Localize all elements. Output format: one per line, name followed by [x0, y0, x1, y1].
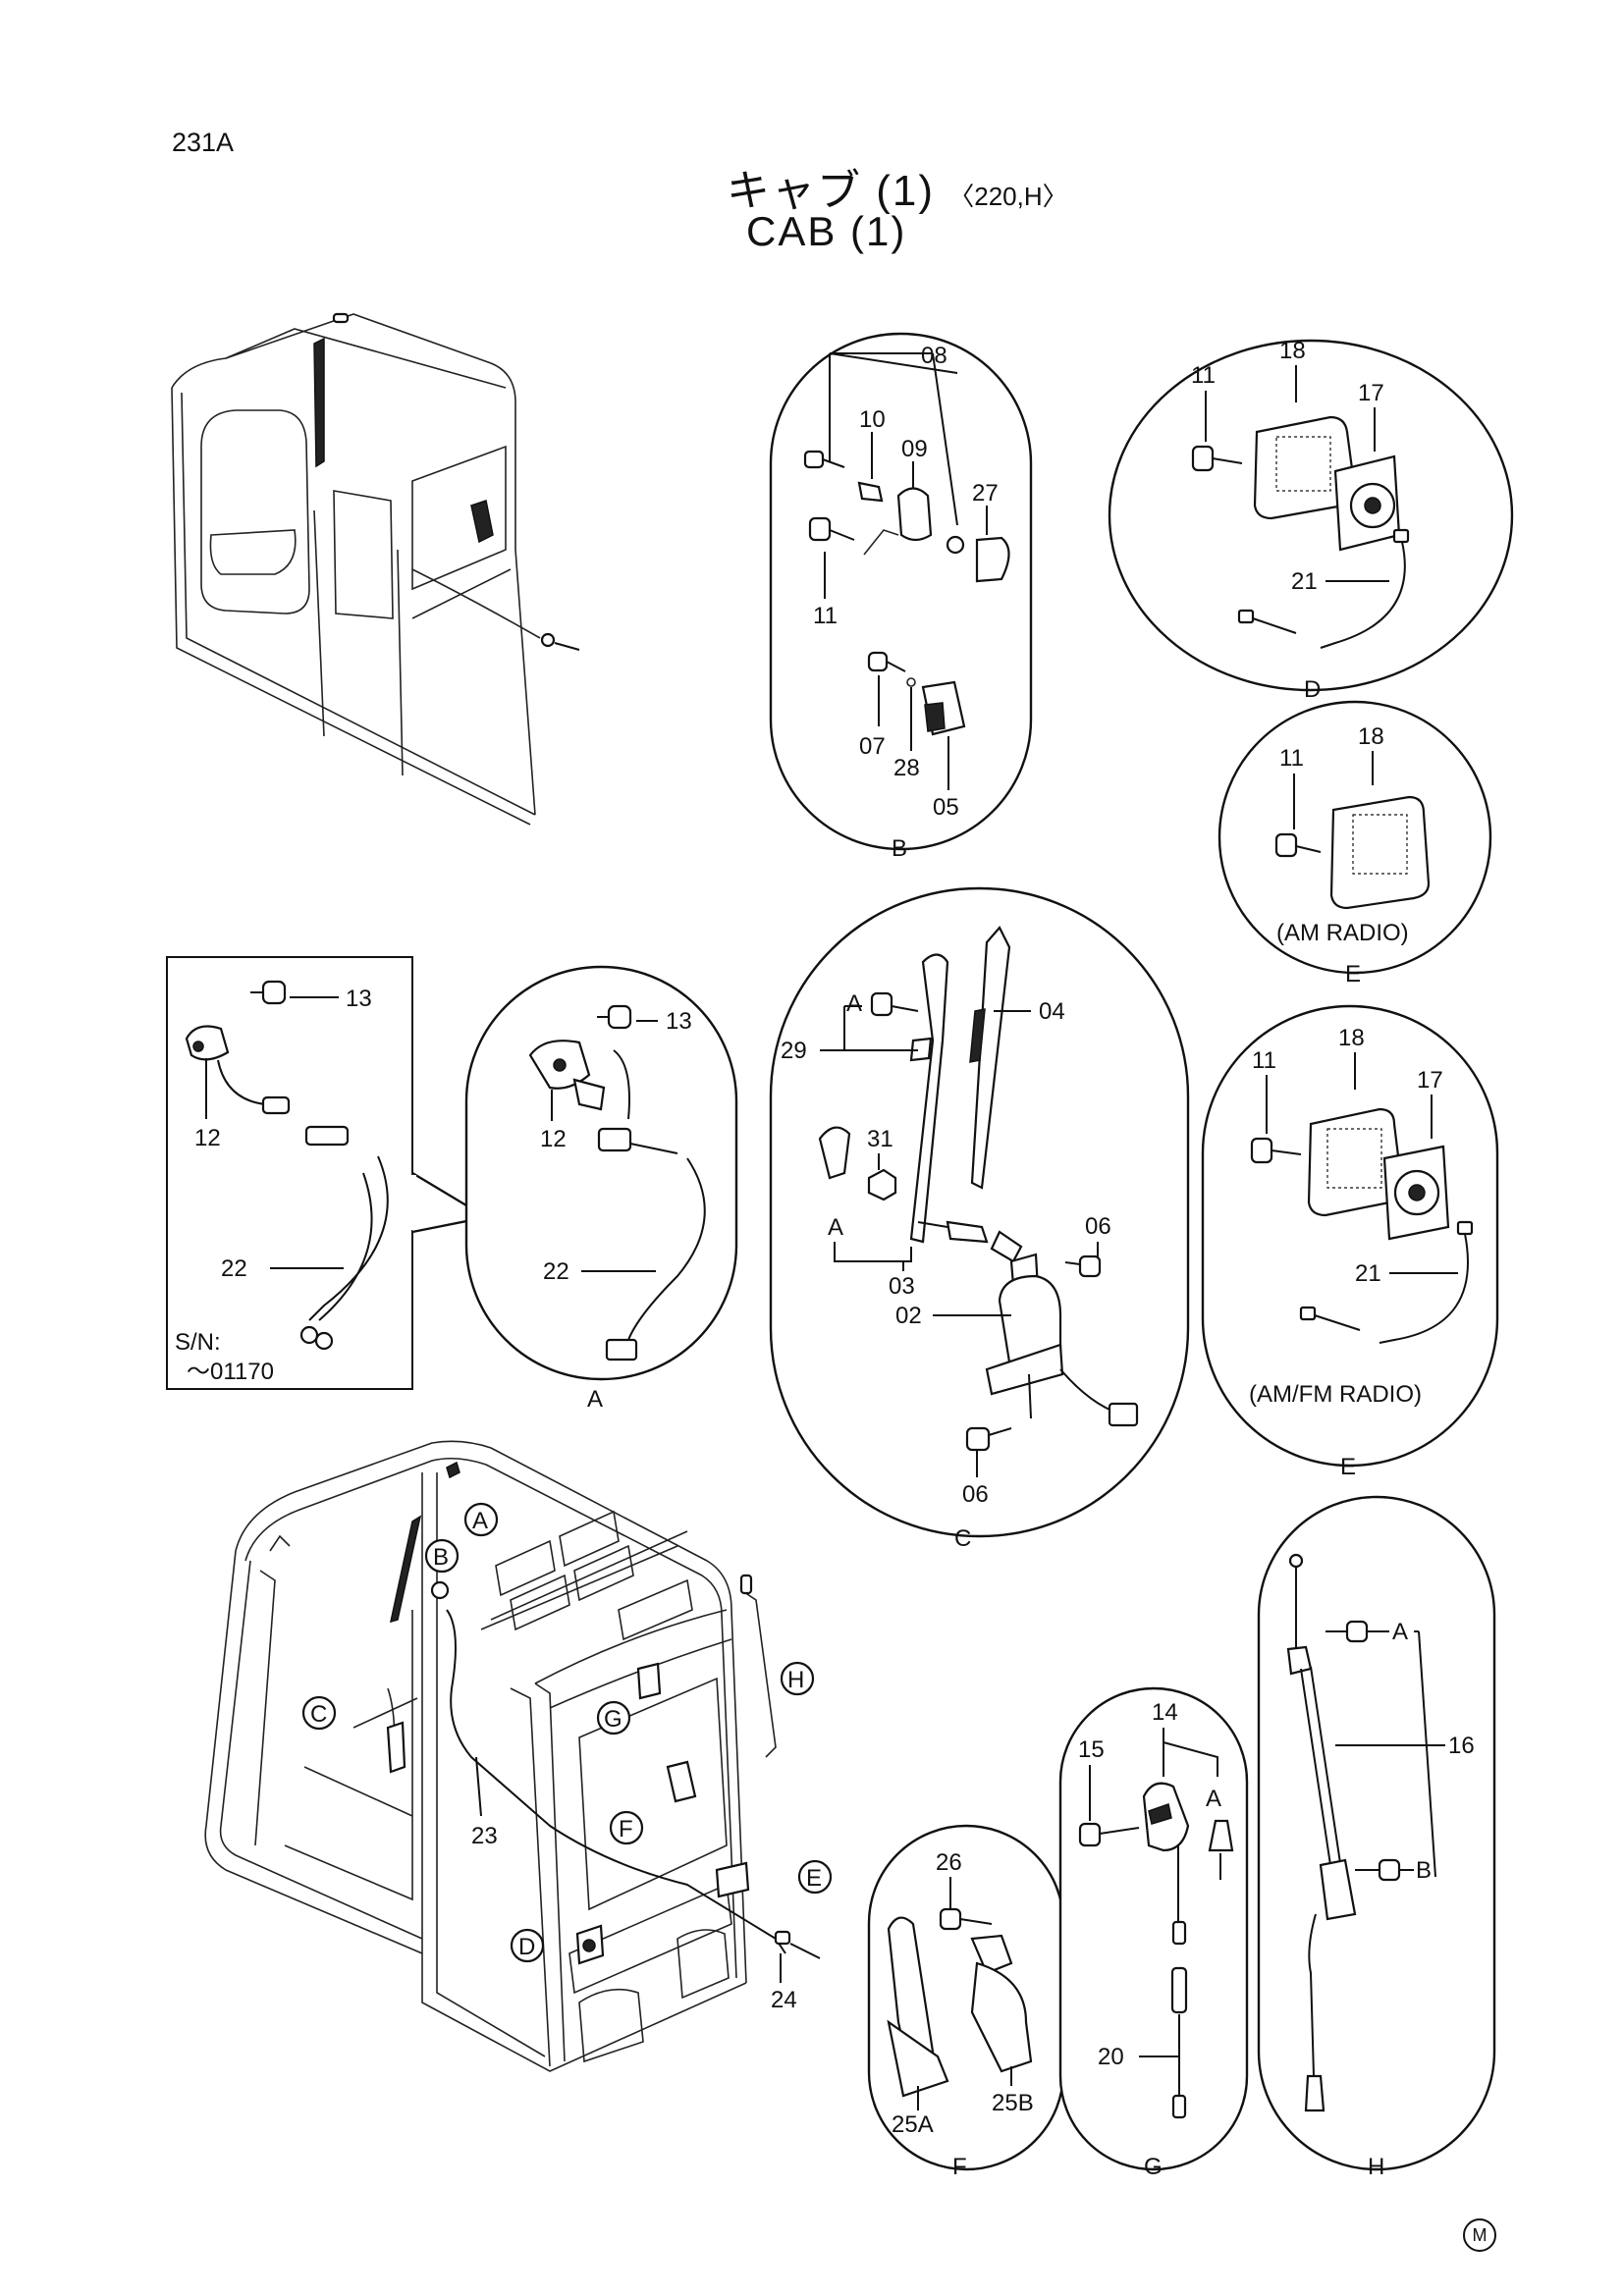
view-d-outline	[1108, 339, 1514, 692]
view-d: 11 18 17 21 D	[1108, 338, 1514, 703]
view-h-outline	[1257, 1495, 1496, 2171]
title-japanese: キャブ (1) 〈220,H〉	[727, 155, 1068, 218]
part-h-b: B	[1416, 1857, 1432, 1884]
main-callout-b: B	[433, 1544, 449, 1571]
view-e-amfm-label: E	[1340, 1454, 1356, 1480]
view-e-amfm: 11 18 17 21 (AM/FM RADIO) E	[1201, 1004, 1499, 1480]
small-cab-overview	[171, 312, 580, 826]
part-13: 13	[346, 986, 372, 1012]
part-12: 12	[540, 1126, 567, 1152]
part-23: 23	[471, 1823, 498, 1849]
view-a-label: A	[587, 1386, 603, 1413]
part-26: 26	[936, 1849, 962, 1876]
main-callout-g: G	[604, 1706, 622, 1733]
part-25a: 25A	[892, 2111, 934, 2138]
view-c-label: C	[954, 1525, 971, 1552]
view-c: 04 A 29 A 31 03	[769, 886, 1190, 1552]
part-20: 20	[1098, 2044, 1124, 2070]
view-f-label: F	[952, 2154, 967, 2180]
main-cab-drawing: 23 24 A B C G H F E D	[204, 1440, 833, 2072]
view-e-am-label: E	[1345, 961, 1361, 988]
view-g-outline	[1058, 1686, 1249, 2171]
serial-label: S/N:	[175, 1329, 221, 1356]
main-callout-h: H	[787, 1667, 804, 1693]
title-english: CAB (1)	[746, 208, 907, 254]
view-e-am-caption: (AM RADIO)	[1276, 920, 1409, 946]
part-10: 10	[859, 406, 886, 433]
part-27: 27	[972, 480, 999, 507]
title-variant: 〈220,H〉	[948, 182, 1068, 211]
view-a-outline	[464, 965, 738, 1381]
main-callout-c: C	[310, 1701, 327, 1728]
part-17: 17	[1358, 380, 1384, 406]
main-callout-f: F	[619, 1816, 633, 1842]
part-11: 11	[1191, 362, 1216, 389]
part-04: 04	[1039, 998, 1065, 1025]
part-22: 22	[221, 1255, 247, 1282]
view-b-outline	[769, 332, 1033, 851]
view-e-amfm-caption: (AM/FM RADIO)	[1249, 1381, 1422, 1408]
part-11: 11	[1279, 745, 1304, 772]
part-14: 14	[1152, 1699, 1178, 1726]
part-29: 29	[781, 1038, 807, 1064]
serial-range: ～01170	[187, 1359, 274, 1385]
part-13: 13	[666, 1008, 692, 1035]
view-g: 14 A 15 20 G	[1058, 1686, 1249, 2180]
main-callout-d: D	[518, 1934, 535, 1960]
part-21: 21	[1355, 1260, 1381, 1287]
part-a-callout: A	[846, 990, 862, 1017]
part-21: 21	[1291, 568, 1318, 595]
part-24: 24	[771, 1987, 797, 2013]
main-callout-a: A	[472, 1508, 488, 1534]
view-h-label: H	[1368, 2154, 1384, 2180]
manufacturer-mark: M	[1463, 2218, 1496, 2252]
part-31: 31	[867, 1126, 893, 1152]
part-12: 12	[194, 1125, 221, 1151]
part-18: 18	[1358, 723, 1384, 750]
part-11: 11	[813, 603, 838, 629]
part-02: 02	[895, 1303, 922, 1329]
part-06-lower: 06	[962, 1481, 989, 1508]
part-15: 15	[1078, 1736, 1105, 1763]
part-28: 28	[893, 755, 920, 781]
part-h-a: A	[1392, 1619, 1408, 1645]
part-07: 07	[859, 733, 886, 760]
title-japanese-text: キャブ (1)	[727, 167, 935, 215]
view-b: 08 10 09 27 11 07	[769, 332, 1033, 862]
view-e-amfm-outline	[1201, 1004, 1499, 1468]
part-17: 17	[1417, 1067, 1443, 1094]
view-h: A 16 B H	[1257, 1495, 1496, 2180]
part-a-callout-2: A	[828, 1214, 843, 1241]
part-05: 05	[933, 794, 959, 821]
part-09: 09	[901, 436, 928, 462]
view-e-am: 11 18 (AM RADIO) E	[1217, 700, 1492, 988]
part-18: 18	[1279, 338, 1306, 364]
part-06: 06	[1085, 1213, 1111, 1240]
page-number: 231A	[172, 128, 235, 157]
part-g-a: A	[1206, 1786, 1221, 1812]
part-25b: 25B	[992, 2090, 1034, 2116]
part-22: 22	[543, 1258, 569, 1285]
main-callout-e: E	[806, 1865, 822, 1892]
view-b-label: B	[892, 835, 907, 862]
part-03: 03	[889, 1273, 915, 1300]
view-f: 26 25B 25A F	[867, 1824, 1065, 2180]
inset-box-outline	[166, 956, 413, 1390]
part-11: 11	[1252, 1047, 1276, 1074]
view-a-old-box: 13 12 22 S/N: ～01170	[166, 956, 490, 1390]
part-18: 18	[1338, 1025, 1365, 1051]
part-16: 16	[1448, 1733, 1475, 1759]
view-g-label: G	[1144, 2154, 1163, 2180]
view-d-label: D	[1304, 676, 1321, 703]
view-a: 13 12 22 A	[464, 965, 738, 1413]
